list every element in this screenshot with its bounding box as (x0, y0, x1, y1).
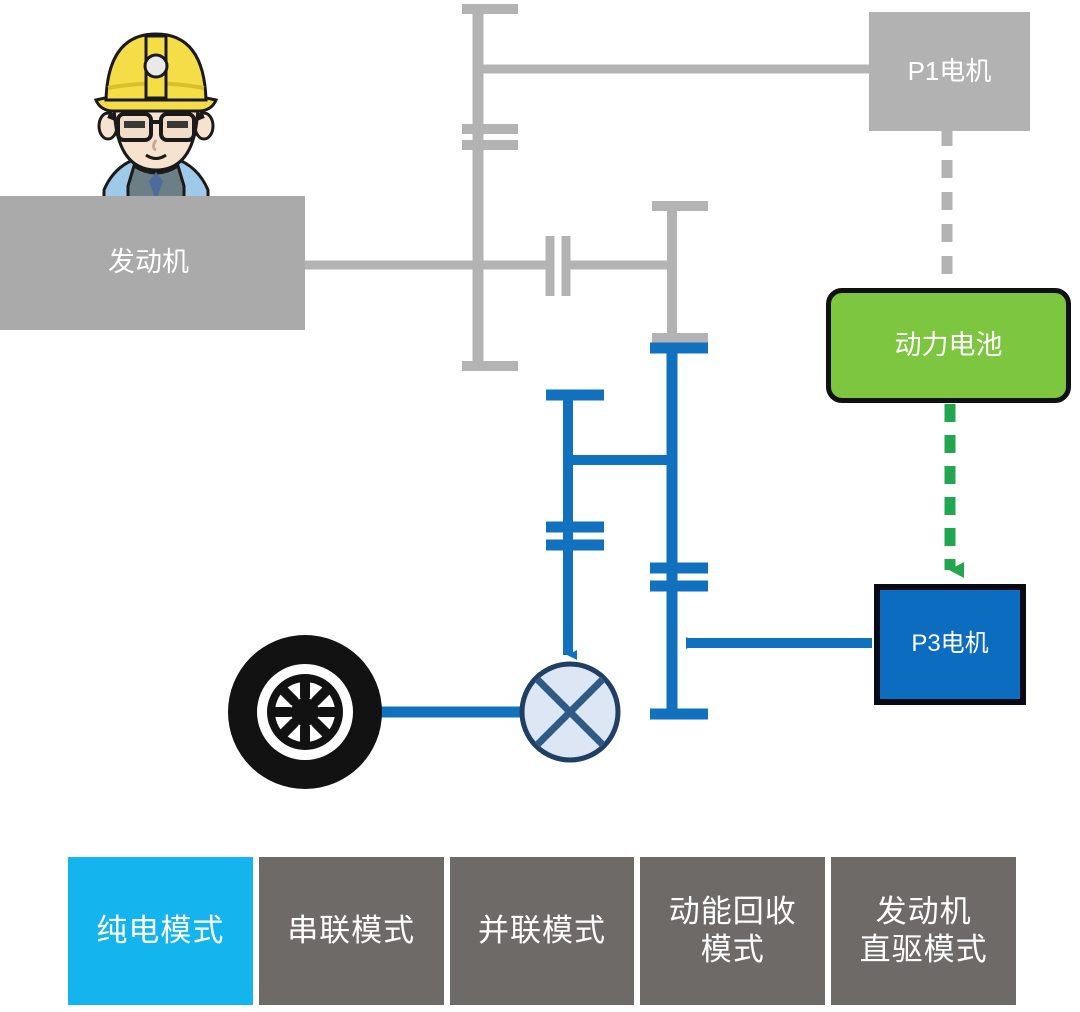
clutch-icon (545, 236, 571, 296)
battery-block[interactable]: 动力电池 (826, 288, 1071, 403)
gray-shaft-group (297, 8, 876, 368)
mode-tile-parallel[interactable]: 并联模式 (449, 857, 635, 1005)
p1-motor-label: P1电机 (907, 56, 992, 87)
mode-label-ev: 纯电模式 (96, 913, 225, 949)
mode-tile-series[interactable]: 串联模式 (258, 857, 444, 1005)
mode-label-engine-direct: 发动机 直驱模式 (859, 894, 988, 967)
mode-label-regen: 动能回收 模式 (668, 894, 797, 967)
mode-label-series: 串联模式 (287, 913, 416, 949)
battery-label: 动力电池 (894, 329, 1003, 360)
blue-gear-plates (546, 342, 708, 720)
mode-selector-bar: 纯电模式 串联模式 并联模式 动能回收 模式 发动机 直驱模式 (68, 857, 1016, 1005)
engine-label: 发动机 (108, 247, 189, 278)
mode-tile-engine-direct[interactable]: 发动机 直驱模式 (831, 857, 1016, 1005)
wheel-icon (228, 635, 382, 789)
engine-block[interactable]: 发动机 (0, 196, 305, 330)
mode-tile-regen[interactable]: 动能回收 模式 (640, 857, 826, 1005)
worker-mascot-icon (93, 32, 219, 212)
mode-tile-ev[interactable]: 纯电模式 (68, 857, 253, 1005)
gray-gear-plates (462, 4, 708, 371)
differential-icon (519, 661, 621, 763)
p1-motor-block[interactable]: P1电机 (869, 12, 1030, 131)
p3-motor-block[interactable]: P3电机 (874, 584, 1026, 705)
p3-motor-label: P3电机 (911, 630, 989, 658)
mode-label-parallel: 并联模式 (477, 913, 606, 949)
